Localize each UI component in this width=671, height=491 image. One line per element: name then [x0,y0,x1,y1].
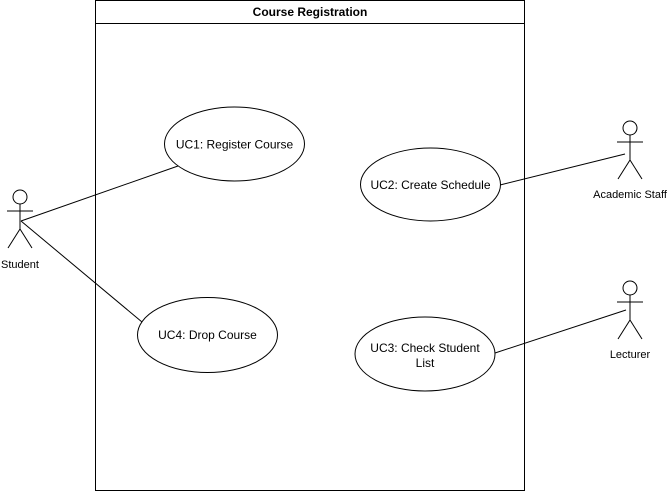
association-academic-staff-uc2 [499,153,626,186]
system-boundary: Course Registration [95,0,525,491]
actor-stick-figure-icon [617,120,643,180]
actor-label: Academic Staff [593,189,668,201]
actor-lecturer[interactable]: Lecturer [610,280,651,361]
associations [20,153,627,354]
use-case-label: UC4: Drop Course [158,328,257,342]
system-title: Course Registration [253,5,368,19]
association-lecturer-uc3 [494,309,627,354]
association-student-uc4 [20,220,149,328]
actor-stick-figure-icon [617,280,643,340]
use-case-ellipse[interactable] [137,297,278,373]
use-case-uc2[interactable]: UC2: Create Schedule [360,147,501,222]
actor-student[interactable]: Student [1,189,39,271]
use-case-label-line1: UC3: Check Student [370,341,480,355]
use-case-ellipse[interactable] [164,106,305,182]
use-case-ellipse[interactable] [354,316,496,392]
actor-stick-figure-icon [7,189,33,249]
use-case-label: UC1: Register Course [176,138,294,152]
use-case-uc1[interactable]: UC1: Register Course [164,106,305,182]
use-case-uc3[interactable]: UC3: Check Student List [354,316,496,392]
actor-academic-staff[interactable]: Academic Staff [593,120,668,201]
association-student-uc1 [20,165,179,222]
use-case-label: UC2: Create Schedule [370,178,490,192]
actor-label: Student [1,259,39,271]
use-case-label-line2: List [416,356,435,370]
system-boundary-box [95,0,525,491]
actor-label: Lecturer [610,349,651,361]
use-case-ellipse[interactable] [360,147,501,222]
use-case-uc4[interactable]: UC4: Drop Course [137,297,278,373]
